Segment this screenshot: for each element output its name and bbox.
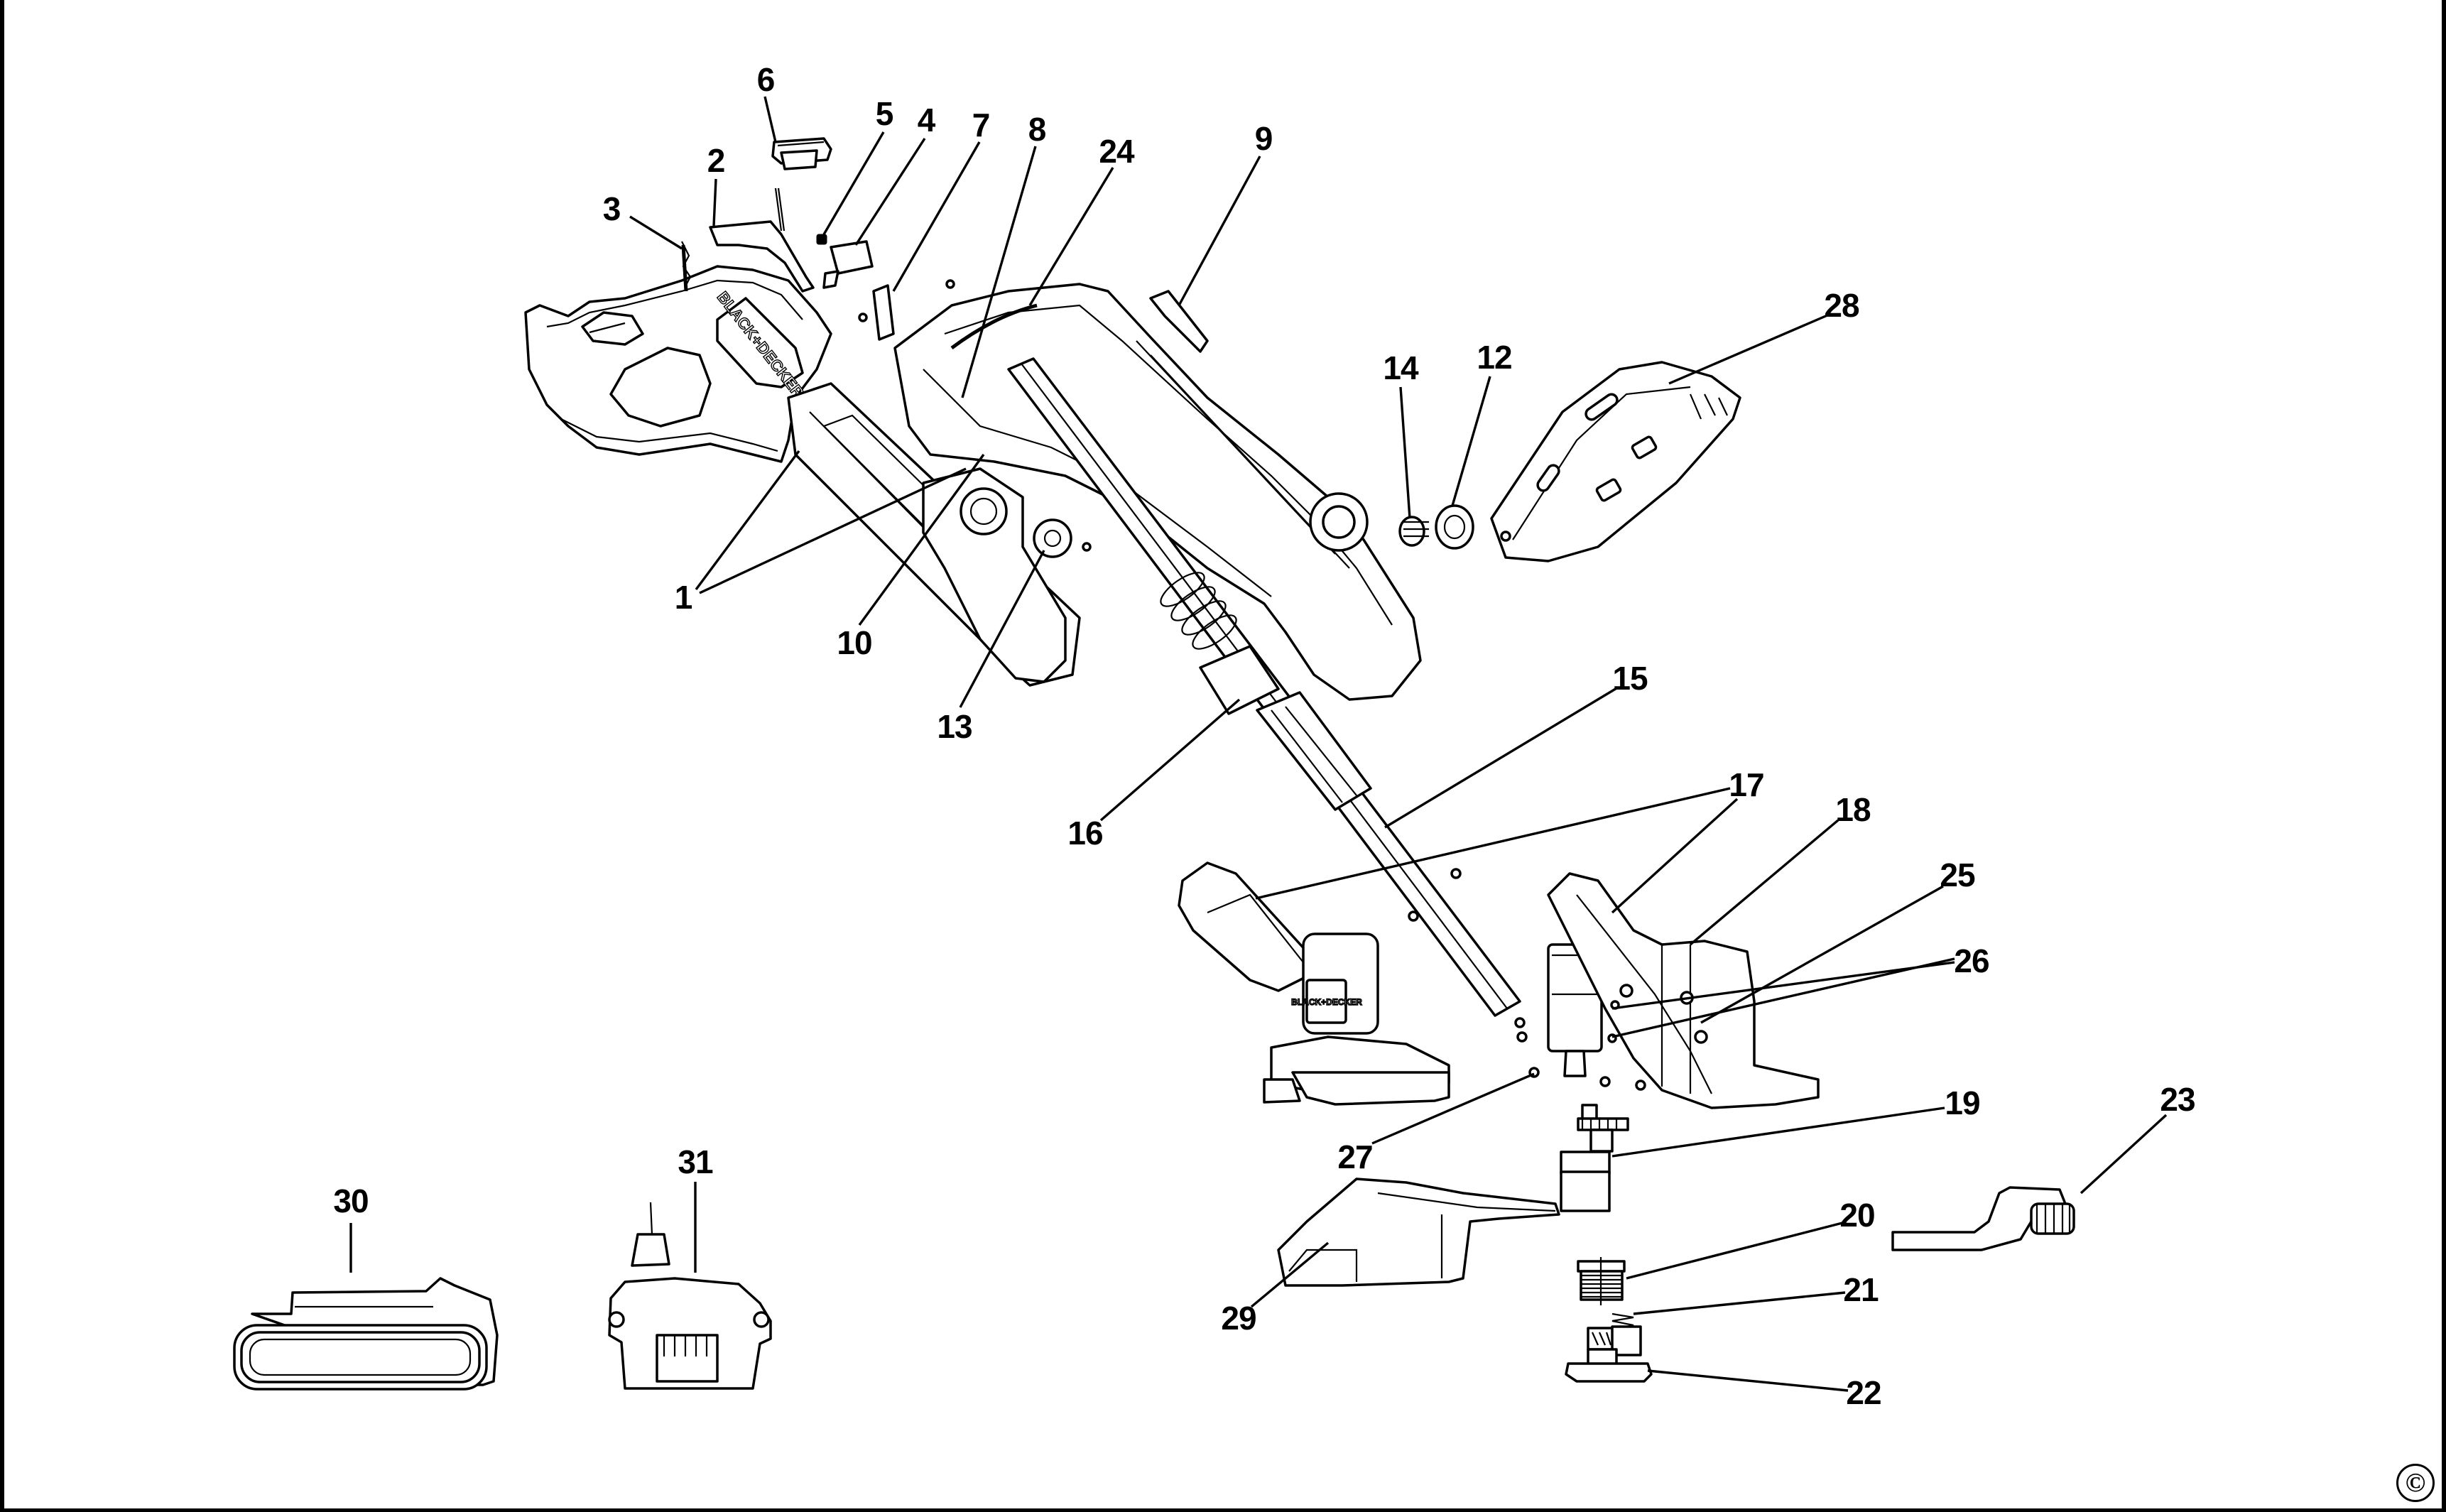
screws-group xyxy=(1408,868,1646,1091)
leader-27 xyxy=(1371,1072,1535,1145)
callout-27[interactable]: 27 xyxy=(1337,1138,1373,1175)
leader-5 xyxy=(822,131,885,235)
spool-line-part[interactable] xyxy=(1577,1257,1626,1305)
frame-border-bottom xyxy=(0,1508,2446,1512)
leader-lines xyxy=(349,96,2168,1392)
auxiliary-handle-part[interactable] xyxy=(1490,361,1741,562)
callout-labels: 1 2 3 4 5 6 7 8 24 9 10 12 13 14 15 16 1… xyxy=(333,61,2195,1411)
leader-9 xyxy=(1178,156,1261,306)
leader-12 xyxy=(1451,376,1491,506)
leader-23 xyxy=(2080,1114,2168,1195)
guard-part[interactable] xyxy=(1277,1177,1560,1287)
leader-18 xyxy=(1689,819,1839,946)
leader-16 xyxy=(1099,698,1241,822)
leader-26a xyxy=(1611,957,1955,1038)
callout-28[interactable]: 28 xyxy=(1824,287,1860,324)
leader-15 xyxy=(1384,686,1619,829)
battery-pack-part[interactable] xyxy=(233,1277,499,1391)
leader-10 xyxy=(858,453,985,626)
frame-border-right xyxy=(2442,0,2446,1512)
leader-22 xyxy=(1647,1369,1849,1392)
callout-30[interactable]: 30 xyxy=(333,1182,369,1219)
callout-17[interactable]: 17 xyxy=(1729,766,1764,803)
leader-19 xyxy=(1611,1106,1945,1158)
knob-part[interactable] xyxy=(1435,504,1474,550)
leader-13 xyxy=(959,550,1045,708)
callout-29[interactable]: 29 xyxy=(1221,1300,1256,1337)
lock-off-button-part[interactable] xyxy=(822,240,874,289)
locking-collar-part[interactable] xyxy=(1199,645,1372,811)
callout-9[interactable]: 9 xyxy=(1255,120,1273,157)
spool-cap-part[interactable] xyxy=(1565,1325,1653,1383)
leader-6 xyxy=(763,96,777,143)
leader-26b xyxy=(1611,961,1955,1010)
callout-3[interactable]: 3 xyxy=(603,190,621,227)
lower-cover[interactable] xyxy=(922,467,1131,683)
callout-22[interactable]: 22 xyxy=(1846,1374,1881,1411)
callout-6[interactable]: 6 xyxy=(757,61,776,98)
callout-21[interactable]: 21 xyxy=(1843,1271,1879,1308)
callout-4[interactable]: 4 xyxy=(918,102,937,138)
charger-part[interactable] xyxy=(608,1202,772,1390)
leader-3 xyxy=(629,215,683,250)
leader-7 xyxy=(892,141,981,292)
trigger-lever-part[interactable] xyxy=(709,187,815,293)
leader-14 xyxy=(1399,386,1411,519)
callout-20[interactable]: 20 xyxy=(1839,1197,1875,1234)
leader-1b xyxy=(699,467,967,594)
leader-8 xyxy=(961,146,1037,398)
callout-12[interactable]: 12 xyxy=(1477,339,1512,376)
trimmer-head-assembled[interactable]: BLACK+DECKER xyxy=(1178,861,1450,1106)
callout-31[interactable]: 31 xyxy=(678,1143,714,1180)
leader-21 xyxy=(1633,1291,1846,1315)
leader-29 xyxy=(1250,1241,1330,1308)
leader-2 xyxy=(712,178,717,227)
callout-2[interactable]: 2 xyxy=(707,142,726,179)
leader-28 xyxy=(1668,314,1828,385)
leader-1a xyxy=(695,450,800,591)
callout-1[interactable]: 1 xyxy=(675,579,693,616)
callout-14[interactable]: 14 xyxy=(1383,349,1420,386)
callout-15[interactable]: 15 xyxy=(1612,660,1648,697)
leader-24 xyxy=(1028,167,1114,306)
callout-18[interactable]: 18 xyxy=(1835,791,1871,828)
spool-hub-part[interactable] xyxy=(1560,1104,1629,1212)
leader-4 xyxy=(854,138,926,246)
washer-part xyxy=(1033,518,1072,558)
callout-25[interactable]: 25 xyxy=(1940,856,1976,893)
leader-17b xyxy=(1611,798,1739,914)
trigger-spring-part xyxy=(681,241,692,292)
callout-10[interactable]: 10 xyxy=(837,624,872,661)
callout-5[interactable]: 5 xyxy=(876,95,894,132)
shaft-spring-coil xyxy=(1160,572,1237,650)
small-spring-part xyxy=(816,234,827,245)
callout-16[interactable]: 16 xyxy=(1067,815,1103,852)
callout-26[interactable]: 26 xyxy=(1954,942,1989,979)
leader-20 xyxy=(1626,1222,1843,1280)
switch-part[interactable] xyxy=(858,279,955,341)
brand-logo-text-head: BLACK+DECKER xyxy=(1291,997,1362,1007)
battery-latch-part[interactable] xyxy=(771,137,832,170)
callout-7[interactable]: 7 xyxy=(972,107,991,143)
callout-13[interactable]: 13 xyxy=(937,708,972,745)
callout-24[interactable]: 24 xyxy=(1099,133,1136,170)
callout-8[interactable]: 8 xyxy=(1028,111,1047,148)
leader-25 xyxy=(1700,885,1944,1024)
callout-19[interactable]: 19 xyxy=(1945,1084,1980,1121)
spring-part xyxy=(1398,516,1429,547)
copyright-symbol: © xyxy=(2396,1464,2435,1502)
callout-23[interactable]: 23 xyxy=(2160,1081,2195,1118)
frame-border-left xyxy=(0,0,4,1512)
leader-17a xyxy=(1255,787,1731,900)
edge-guide-part[interactable] xyxy=(1891,1186,2075,1251)
